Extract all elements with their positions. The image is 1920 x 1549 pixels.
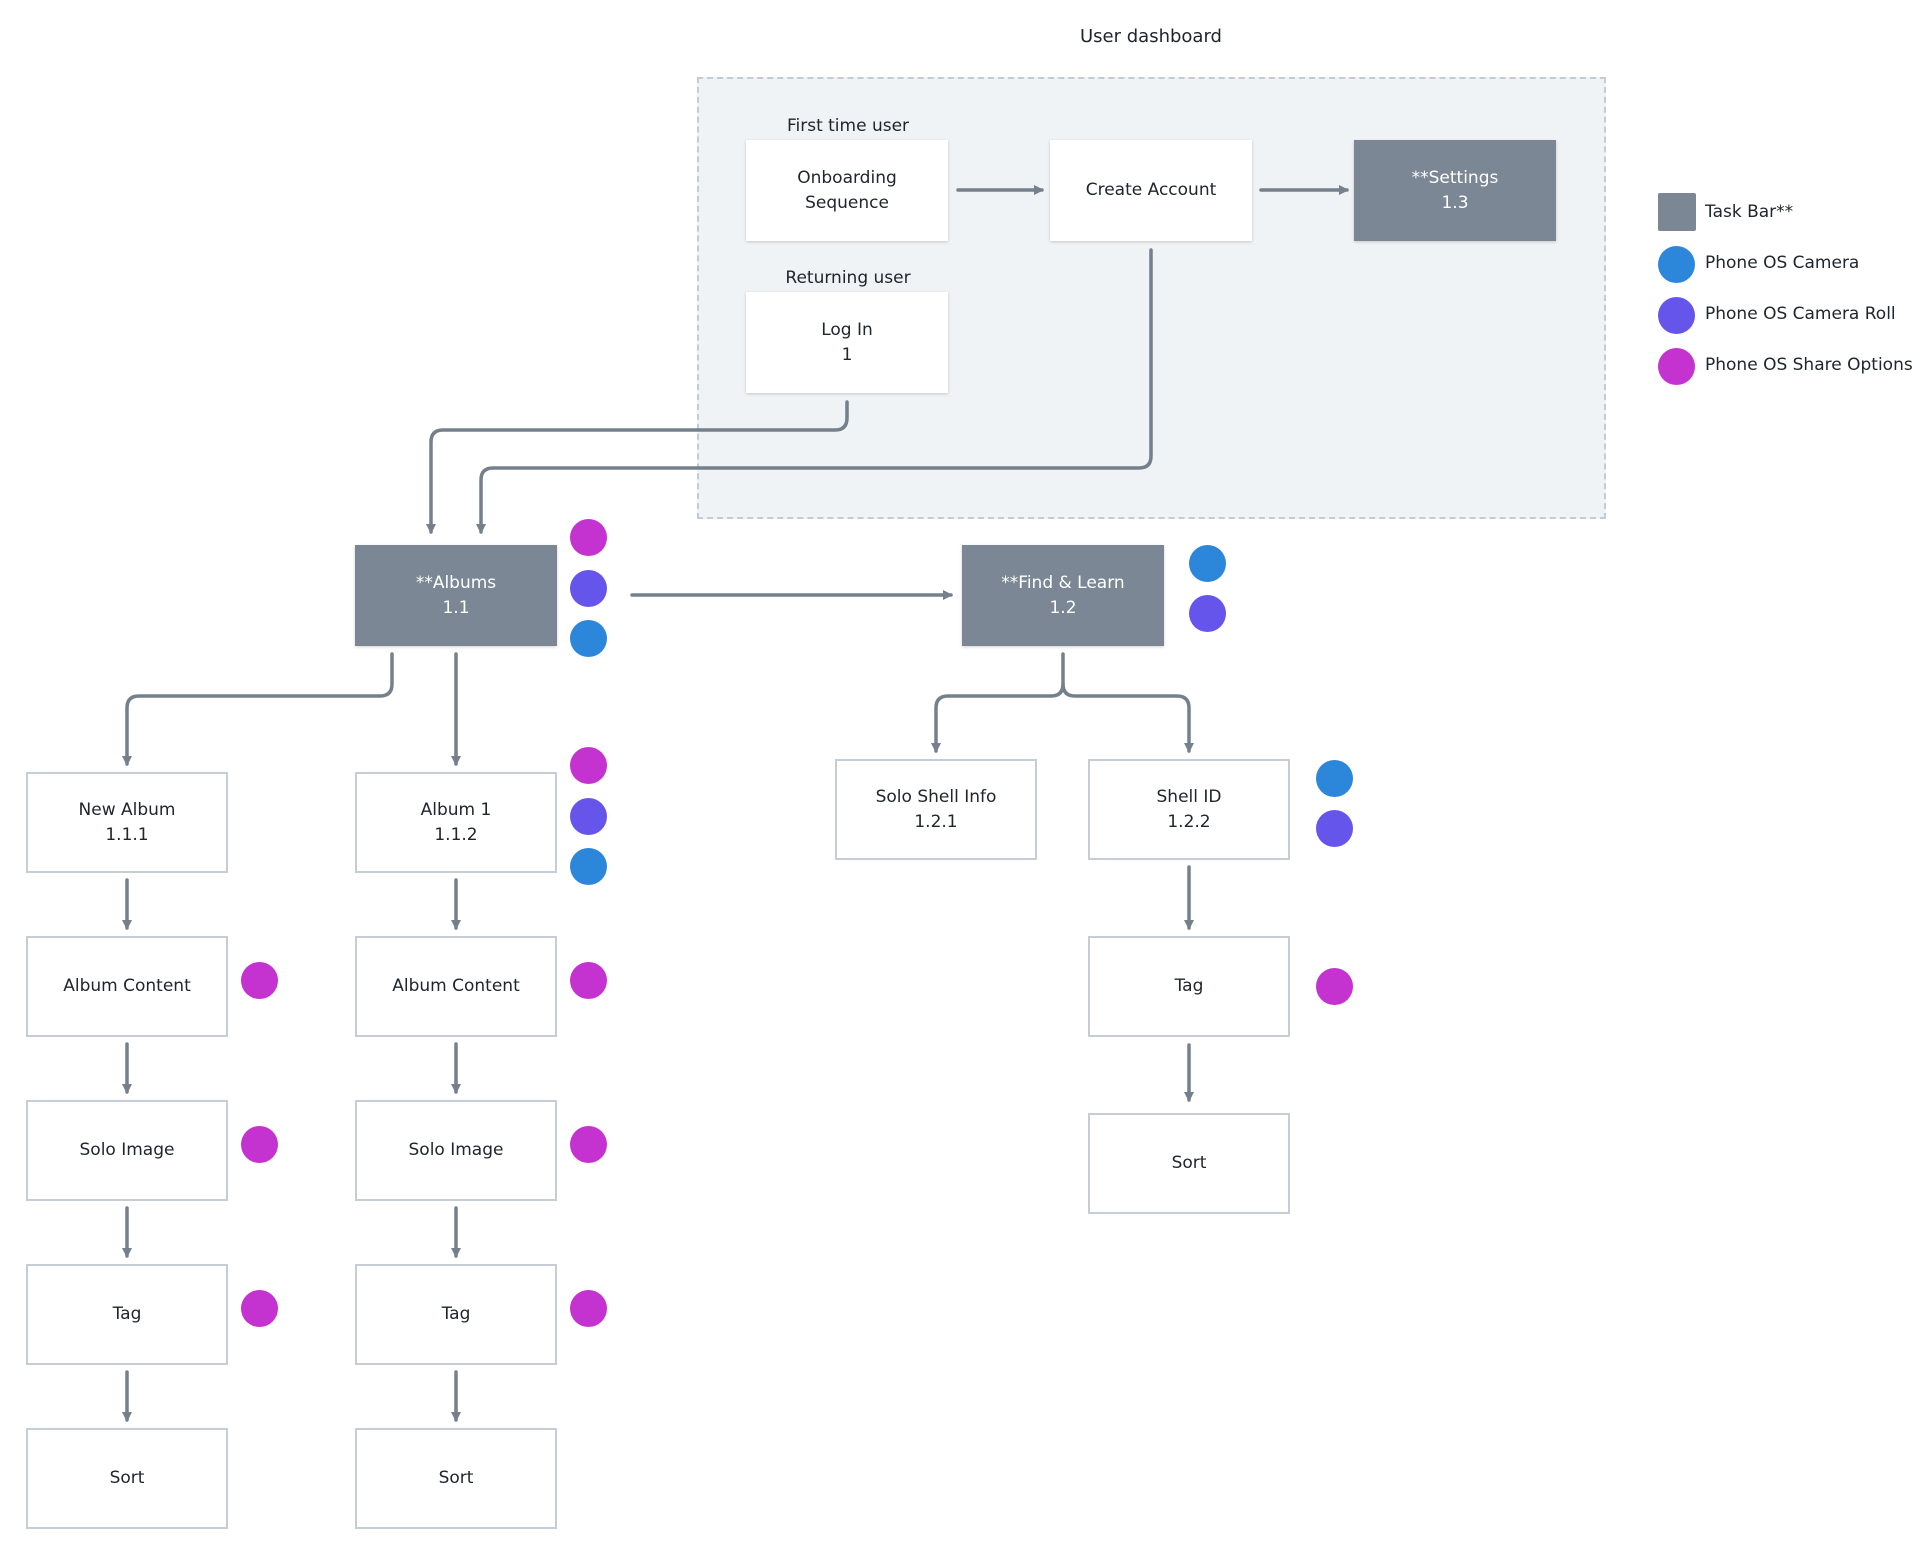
node-title: Log In — [821, 319, 873, 340]
share-options-dot — [241, 1290, 278, 1327]
album-content-node[interactable]: Album Content — [26, 936, 228, 1037]
node-title: Solo Image — [79, 1140, 175, 1160]
node-number: 1.3 — [1441, 192, 1469, 213]
node-subtitle: Sequence — [805, 192, 889, 213]
sort-node[interactable]: Sort — [26, 1428, 228, 1529]
node-title: Album 1 — [420, 799, 492, 820]
legend-label-camera: Phone OS Camera — [1705, 253, 1860, 273]
share-options-dot — [570, 519, 607, 556]
node-title: Tag — [1174, 976, 1204, 996]
share-options-dot — [570, 747, 607, 784]
tag-node[interactable]: Tag — [355, 1264, 557, 1365]
new-album-node[interactable]: New Album 1.1.1 — [26, 772, 228, 873]
share-options-dot — [570, 1126, 607, 1163]
camera-roll-dot — [570, 570, 607, 607]
settings-node[interactable]: **Settings 1.3 — [1354, 140, 1556, 241]
node-title: Tag — [441, 1304, 471, 1324]
camera-roll-legend-dot — [1658, 297, 1695, 334]
solo-image-node[interactable]: Solo Image — [355, 1100, 557, 1201]
node-number: 1.1.2 — [434, 824, 478, 845]
create-account-node[interactable]: Create Account — [1050, 140, 1252, 241]
sort-node[interactable]: Sort — [355, 1428, 557, 1529]
group-title: User dashboard — [1080, 26, 1222, 47]
node-title: Album Content — [392, 976, 520, 996]
node-number: 1.1.1 — [105, 824, 149, 845]
node-number: 1 — [841, 344, 853, 365]
camera-roll-dot — [1189, 595, 1226, 632]
share-options-dot — [570, 1290, 607, 1327]
returning-user-caption: Returning user — [785, 268, 911, 288]
connector-find-to-solo-shell — [931, 652, 1065, 753]
legend-label-task-bar: Task Bar** — [1705, 202, 1794, 222]
node-title: Sort — [1171, 1153, 1207, 1173]
node-number: 1.2.1 — [914, 811, 958, 832]
node-title: Sort — [438, 1468, 474, 1488]
legend-label-camera-roll: Phone OS Camera Roll — [1705, 304, 1896, 324]
node-title: Solo Shell Info — [875, 786, 997, 807]
camera-roll-dot — [570, 798, 607, 835]
camera-dot — [570, 620, 607, 657]
camera-dot — [570, 848, 607, 885]
share-options-dot — [241, 1126, 278, 1163]
album-content-node[interactable]: Album Content — [355, 936, 557, 1037]
node-title: Album Content — [63, 976, 191, 996]
node-number: 1.2 — [1049, 597, 1077, 618]
camera-legend-dot — [1658, 246, 1695, 283]
camera-dot — [1316, 760, 1353, 797]
connector-login-to-albums — [426, 400, 849, 534]
share-options-dot — [570, 962, 607, 999]
node-title: Sort — [109, 1468, 145, 1488]
find-learn-node[interactable]: **Find & Learn 1.2 — [962, 545, 1164, 646]
node-title: Tag — [112, 1304, 142, 1324]
login-node[interactable]: Log In 1 — [746, 292, 948, 393]
album1-node[interactable]: Album 1 1.1.2 — [355, 772, 557, 873]
node-title: New Album — [78, 799, 176, 820]
node-number: 1.2.2 — [1167, 811, 1211, 832]
tag-node[interactable]: Tag — [26, 1264, 228, 1365]
camera-dot — [1189, 545, 1226, 582]
first-time-user-caption: First time user — [786, 116, 910, 136]
connector-create-to-albums — [476, 248, 1153, 534]
shell-sort-node[interactable]: Sort — [1088, 1113, 1290, 1214]
node-title: Onboarding — [797, 167, 897, 188]
node-title: Shell ID — [1156, 786, 1222, 807]
camera-roll-dot — [1316, 810, 1353, 847]
connector-find-to-shell-id — [1061, 682, 1194, 753]
connector-albums-to-new-album — [122, 652, 394, 766]
albums-node[interactable]: **Albums 1.1 — [355, 545, 557, 646]
node-title: **Settings — [1411, 167, 1499, 188]
solo-image-node[interactable]: Solo Image — [26, 1100, 228, 1201]
legend-label-share-options: Phone OS Share Options — [1705, 355, 1913, 375]
shell-tag-node[interactable]: Tag — [1088, 936, 1290, 1037]
node-title: **Find & Learn — [1001, 572, 1125, 593]
solo-shell-info-node[interactable]: Solo Shell Info 1.2.1 — [835, 759, 1037, 860]
node-title: **Albums — [415, 572, 497, 593]
share-options-legend-dot — [1658, 348, 1695, 385]
task-bar-legend-square — [1658, 193, 1696, 231]
shell-id-node[interactable]: Shell ID 1.2.2 — [1088, 759, 1290, 860]
onboarding-node[interactable]: Onboarding Sequence — [746, 140, 948, 241]
share-options-dot — [1316, 968, 1353, 1005]
node-title: Solo Image — [408, 1140, 504, 1160]
node-title: Create Account — [1085, 180, 1217, 200]
node-number: 1.1 — [442, 597, 470, 618]
share-options-dot — [241, 962, 278, 999]
